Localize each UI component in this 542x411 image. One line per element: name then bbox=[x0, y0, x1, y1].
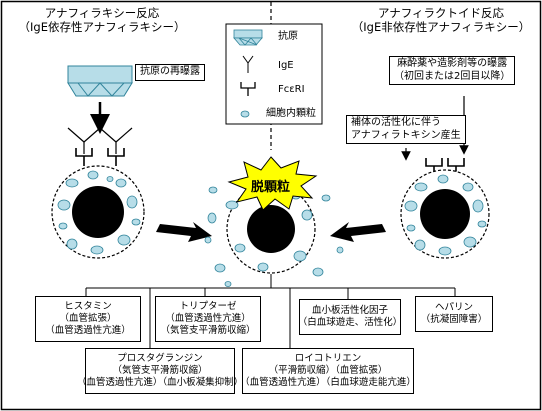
right-block-arrow bbox=[330, 222, 386, 242]
legend-fceri-icon bbox=[240, 82, 256, 96]
right-title-line1: アナフィラクトイド反応 bbox=[377, 6, 505, 20]
leukotriene-effect-1: （平滑筋収縮）（血管拡張） bbox=[268, 365, 388, 376]
right-mast-cell bbox=[400, 169, 490, 259]
legend-ige-icon bbox=[242, 55, 254, 73]
right-exposure-note: 麻酔薬や造影剤等の曝露 （初回または2回目以降） bbox=[389, 56, 516, 85]
tryptase-effect-1: （血管透過性亢進） bbox=[165, 313, 251, 324]
tryptase-effect-2: （気管支平滑筋収縮） bbox=[160, 325, 256, 336]
prostaglandin-effect-1: （気管支平滑筋収縮） bbox=[112, 365, 208, 376]
tryptase-box: トリプターゼ （血管透過性亢進） （気管支平滑筋収縮） bbox=[155, 296, 261, 342]
histamine-effect-1: （血管拡張） bbox=[59, 313, 117, 324]
paf-name: 血小板活性化因子 bbox=[311, 305, 388, 316]
paf-box: 血小板活性化因子 （白血球遊走、活性化） bbox=[297, 299, 403, 335]
mediator-connectors bbox=[85, 274, 456, 348]
degranulation-burst bbox=[227, 156, 318, 211]
paf-effect-1: （白血球遊走、活性化） bbox=[297, 317, 403, 328]
degranulation-label: 脱顆粒 bbox=[251, 180, 291, 195]
heparin-box: ヘパリン （抗凝固障害） bbox=[415, 296, 493, 332]
left-mast-cell bbox=[51, 165, 145, 259]
left-block-arrow bbox=[156, 222, 212, 242]
complement-line2: アナフィラトキシン産生 bbox=[351, 129, 461, 141]
prostaglandin-name: プロスタグランジン bbox=[117, 353, 203, 364]
right-title-line2: （IgE非依存性アナフィラキシー） bbox=[351, 20, 531, 34]
complement-note: 補体の活性化に伴う アナフィラトキシン産生 bbox=[346, 115, 466, 144]
left-antigen-block bbox=[67, 65, 133, 97]
histamine-effect-2: （血管透過性亢進） bbox=[45, 325, 131, 336]
right-title: アナフィラクトイド反応 （IgE非依存性アナフィラキシー） bbox=[345, 6, 537, 34]
legend-antigen-icon bbox=[233, 29, 263, 46]
leukotriene-effect-2: （血管透過性亢進）（白血球遊走能亢進） bbox=[240, 377, 416, 388]
heparin-name: ヘパリン bbox=[434, 302, 473, 313]
leukotriene-name: ロイコトリエン bbox=[294, 353, 362, 364]
legend-antigen-label: 抗原 bbox=[278, 31, 298, 42]
histamine-box: ヒスタミン （血管拡張） （血管透過性亢進） bbox=[35, 296, 141, 342]
right-exposure-line2: （初回または2回目以降） bbox=[394, 70, 511, 82]
left-title-line1: アナフィラキシー反応 bbox=[44, 6, 160, 20]
left-title: アナフィラキシー反応 （IgE依存性アナフィラキシー） bbox=[12, 6, 192, 34]
legend-granule-icon bbox=[240, 110, 250, 118]
left-title-line2: （IgE依存性アナフィラキシー） bbox=[18, 20, 186, 34]
legend-ige-label: IgE bbox=[278, 60, 294, 71]
heparin-effect-1: （抗凝固障害） bbox=[420, 314, 488, 325]
left-reexposure-note: 抗原の再曝露 bbox=[135, 64, 205, 81]
legend-fceri-label: FcεRI bbox=[278, 84, 305, 95]
prostaglandin-effect-2: （血管透過性亢進）（血小板凝集抑制） bbox=[76, 377, 244, 388]
tryptase-name: トリプターゼ bbox=[179, 301, 237, 312]
leukotriene-box: ロイコトリエン （平滑筋収縮）（血管拡張） （血管透過性亢進）（白血球遊走能亢進… bbox=[240, 348, 416, 394]
legend-granule-label: 細胞内顆粒 bbox=[266, 108, 316, 119]
complement-line1: 補体の活性化に伴う bbox=[351, 117, 441, 128]
histamine-name: ヒスタミン bbox=[64, 301, 112, 312]
left-ige-receptors bbox=[67, 127, 133, 166]
right-exposure-line1: 麻酔薬や造影剤等の曝露 bbox=[397, 58, 508, 69]
prostaglandin-box: プロスタグランジン （気管支平滑筋収縮） （血管透過性亢進）（血小板凝集抑制） bbox=[77, 348, 243, 394]
